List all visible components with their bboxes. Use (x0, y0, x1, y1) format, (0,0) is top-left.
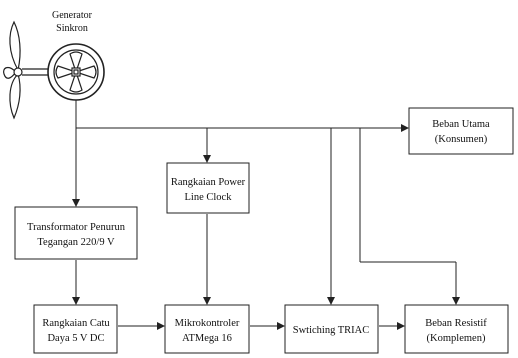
beban-resistif-line2: (Komplemen) (427, 333, 486, 344)
box-power-line-clock: Rangkaian Power Line Clock (166, 162, 250, 214)
box-mikrokontroler: Mikrokontroler ATMega 16 (164, 304, 250, 354)
transformator-line1: Transformator Penurun (27, 222, 126, 233)
beban-utama-line1: Beban Utama (432, 119, 490, 130)
box-transformator: Transformator Penurun Tegangan 220/9 V (14, 206, 138, 260)
catu-daya-line1: Rangkaian Catu (42, 318, 110, 329)
box-switching-triac: Swtiching TRIAC (284, 304, 379, 354)
transformator-line2: Tegangan 220/9 V (37, 237, 115, 248)
mikrokontroler-line1: Mikrokontroler (175, 318, 240, 329)
mikrokontroler-line2: ATMega 16 (182, 333, 232, 344)
beban-resistif-line1: Beban Resistif (425, 318, 487, 329)
catu-daya-line2: Daya 5 V DC (47, 333, 104, 344)
beban-utama-line2: (Konsumen) (435, 134, 488, 145)
box-beban-resistif: Beban Resistif (Komplemen) (404, 304, 509, 354)
power-line-clock-line2: Line Clock (185, 192, 233, 203)
generator-label-line2: Sinkron (56, 23, 88, 34)
switching-triac-label: Swtiching TRIAC (293, 325, 370, 336)
generator-label-line1: Generator (52, 10, 93, 21)
box-beban-utama: Beban Utama (Konsumen) (408, 107, 514, 155)
generator-icon (3, 20, 105, 120)
connection-lines (72, 100, 460, 330)
box-catu-daya: Rangkaian Catu Daya 5 V DC (33, 304, 118, 354)
power-line-clock-line1: Rangkaian Power (171, 177, 246, 188)
